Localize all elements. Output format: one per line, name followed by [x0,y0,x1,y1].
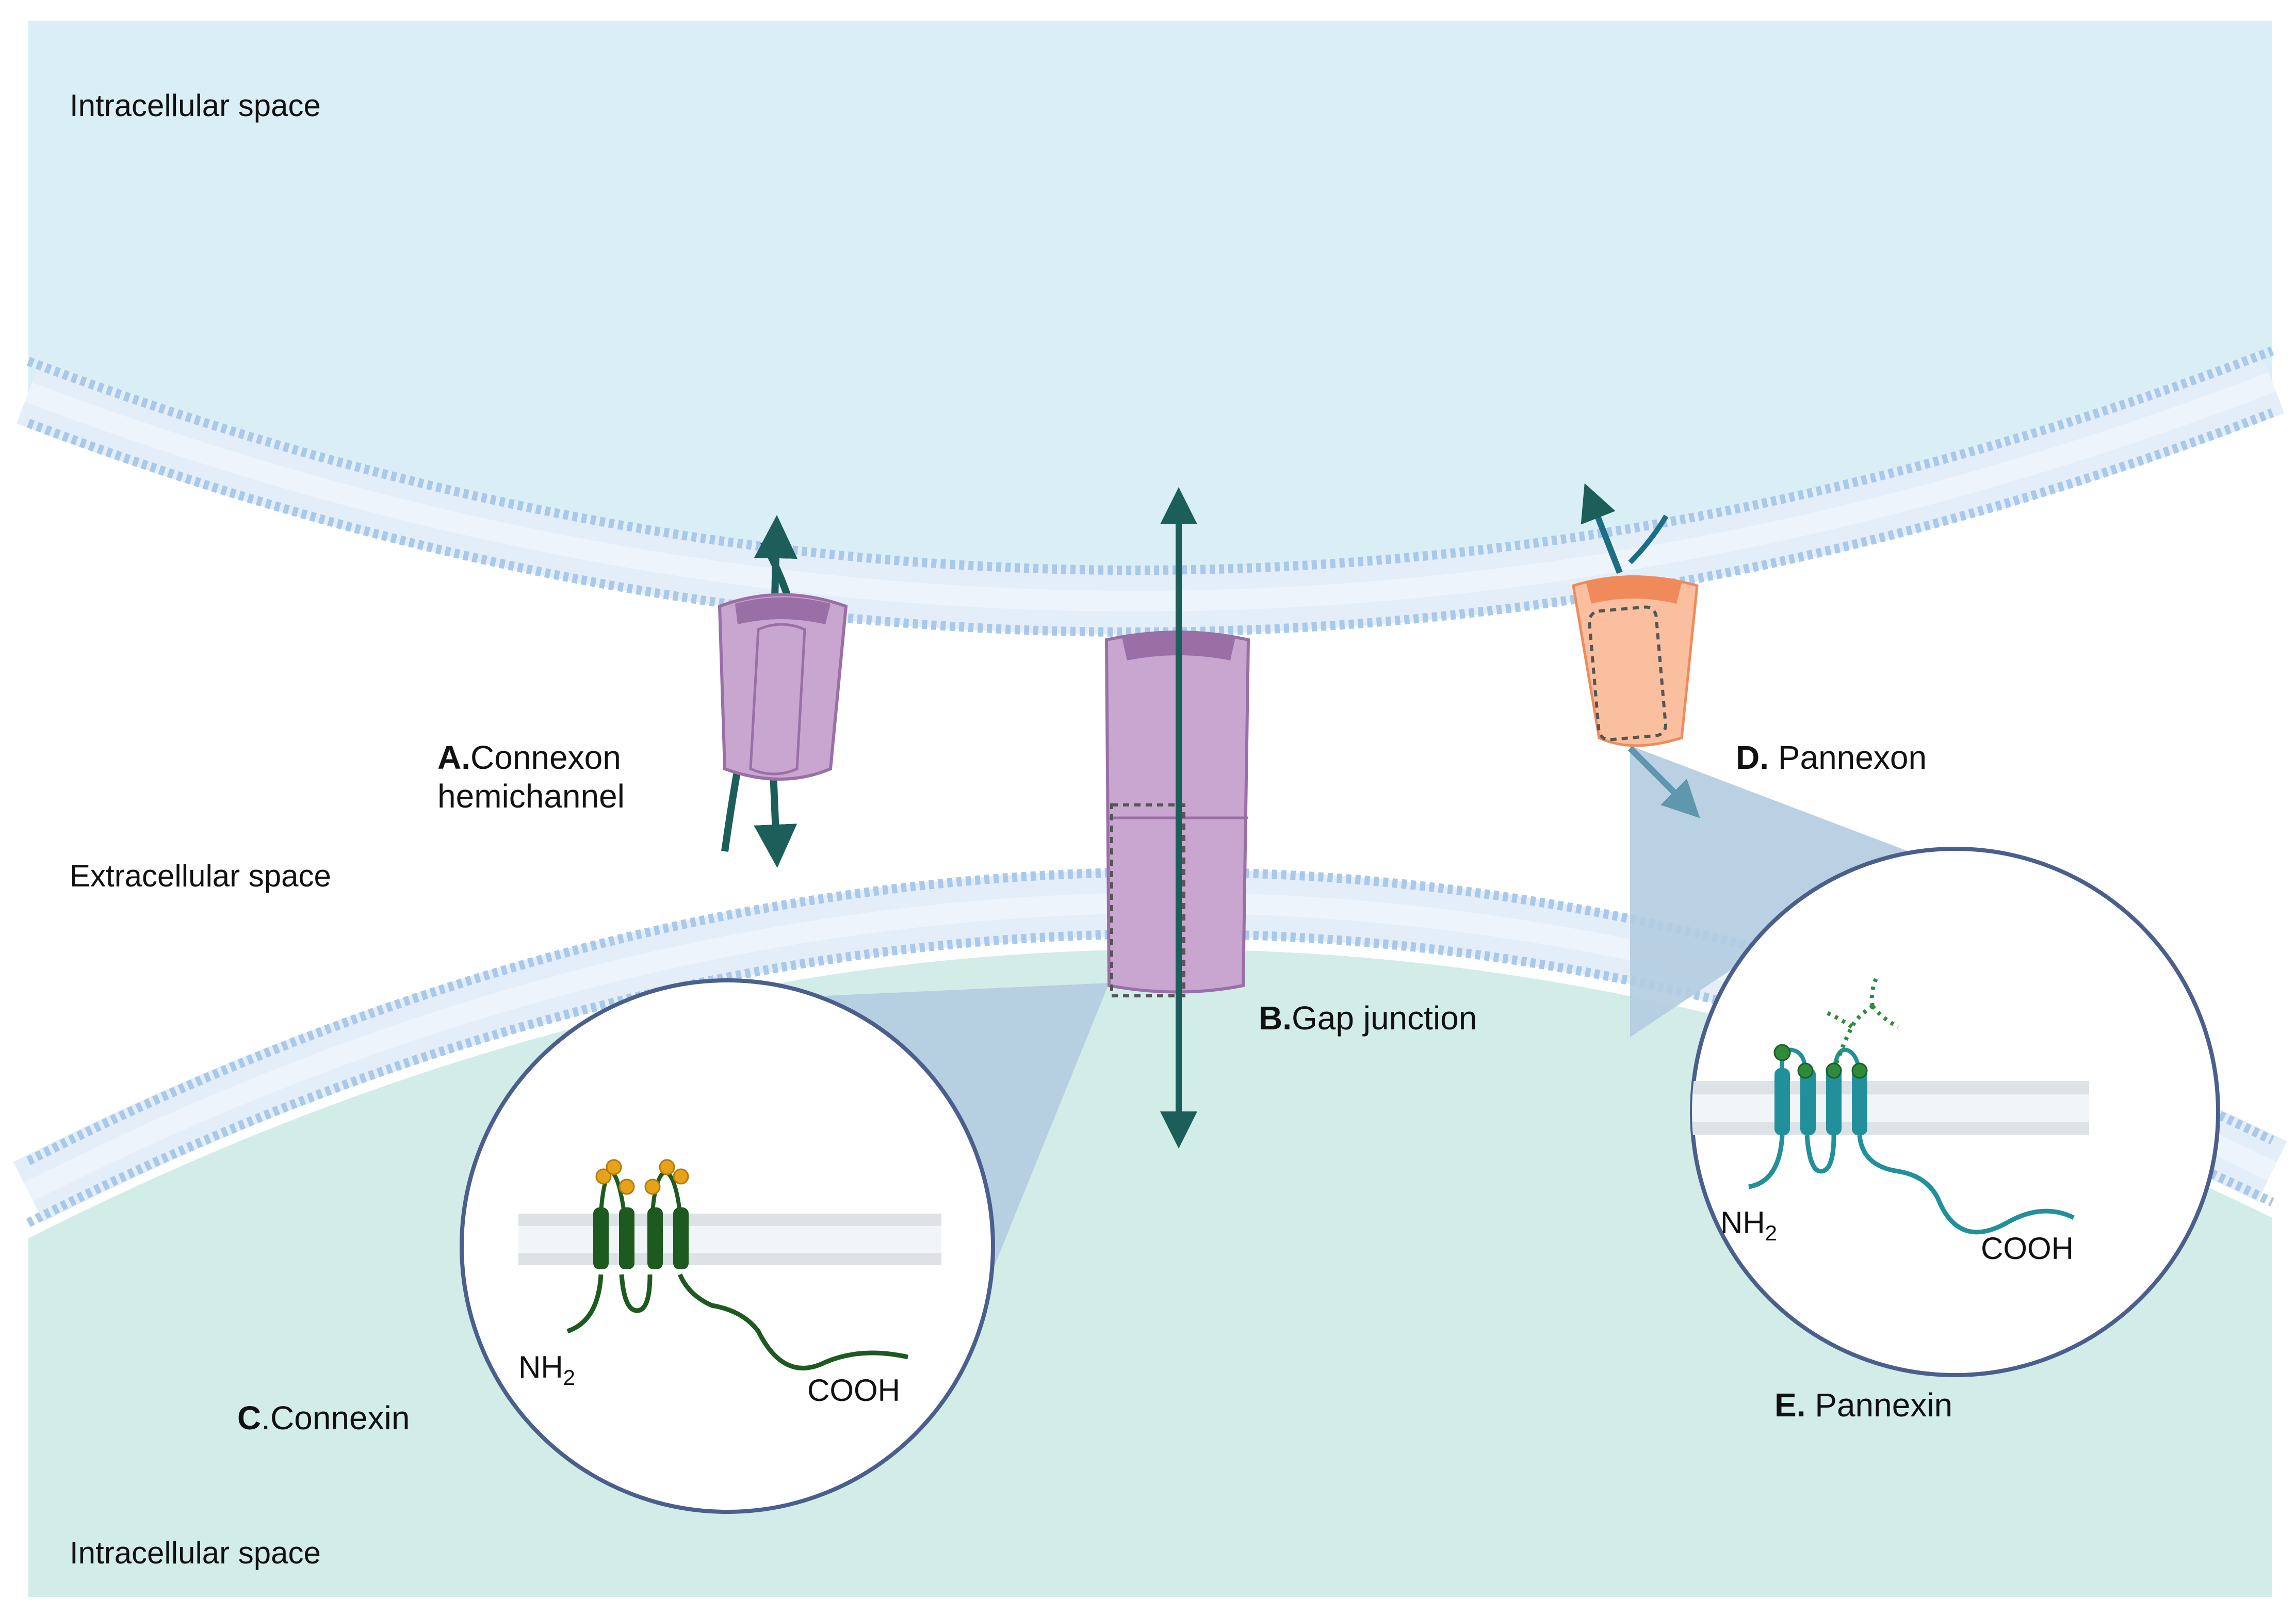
pannexin-zoom-wedge [1630,746,1909,1037]
connexin-cooh-label: COOH [807,1373,900,1408]
connexin-protein-topology [566,1159,908,1370]
pannexin-zoom-circle: NH2 COOH [1690,847,2220,1377]
label-a-connexon: A.Connexon [437,739,621,776]
pannexin-cooh-label: COOH [1981,1231,2074,1266]
intracellular-top-region [28,21,2272,602]
connexin-zoom-circle: NH2 COOH [460,978,995,1514]
pannexon [1572,483,1700,818]
intracellular-space-bottom-label: Intracellular space [70,1536,321,1570]
label-a-hemichannel: hemichannel [437,778,625,815]
label-d-pannexon: D. Pannexon [1736,739,1927,776]
label-b-gap-junction: B.Gap junction [1259,999,1477,1037]
label-c-connexin: C.Connexin [237,1399,410,1437]
gap-junction [1104,487,1250,1149]
connexon-hemichannel [718,515,848,868]
extracellular-space-label: Extracellular space [70,859,331,893]
intracellular-space-top-label: Intracellular space [70,88,321,123]
pannexin-protein-topology [1748,974,2075,1235]
connexin-nh2-label: NH2 [518,1350,575,1390]
label-e-pannexin: E. Pannexin [1774,1386,1952,1424]
pannexin-nh2-label: NH2 [1720,1205,1777,1245]
